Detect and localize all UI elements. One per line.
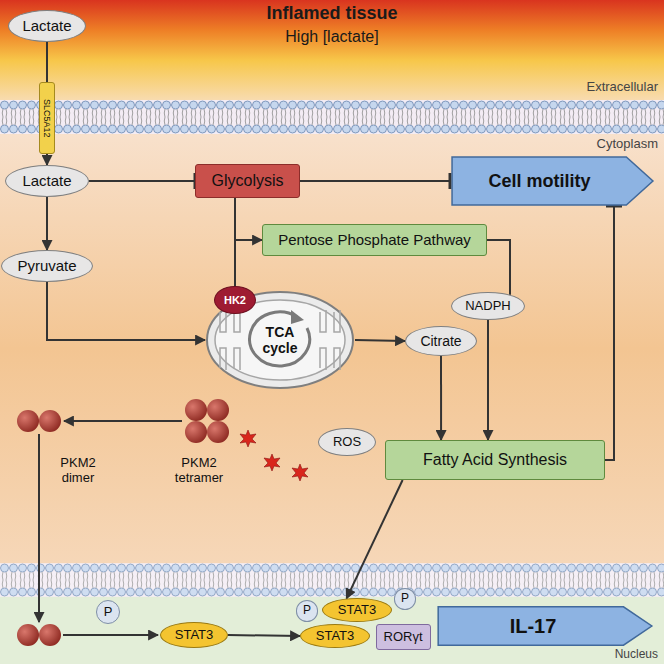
node-text: Lactate (22, 17, 71, 34)
connector-line (46, 154, 48, 165)
connector (235, 198, 236, 286)
node-text: SLC5A12 (42, 99, 52, 138)
pathway-box: Pentose Phosphate Pathway (262, 224, 487, 256)
connector (605, 206, 622, 460)
ros-star (240, 430, 308, 481)
connector-line (347, 480, 403, 599)
node-text: Pentose Phosphate Pathway (278, 231, 471, 248)
node-text: Pyruvate (17, 257, 76, 274)
phospho-circle: P (96, 600, 120, 624)
connector (355, 340, 405, 341)
connector-line (487, 240, 510, 295)
metabolite-ellipse: Citrate (405, 326, 477, 356)
compartment-label: Nucleus (560, 648, 658, 662)
nucleus-ground (0, 596, 664, 664)
translocation-arrow (38, 434, 40, 622)
connector (488, 320, 489, 440)
connector (47, 197, 48, 250)
connector-line (234, 198, 236, 286)
output-arrow: IL-17 (436, 606, 654, 646)
node-text: P (104, 605, 113, 620)
node-text: Cell motility (488, 171, 590, 192)
connector (347, 480, 403, 599)
connector (228, 635, 300, 636)
region-title: Inflamed tissue (182, 3, 482, 24)
phosphorylation-arrow (63, 634, 158, 636)
phospho-circle: P (394, 588, 417, 610)
connector (47, 154, 48, 165)
node-text: P (303, 604, 311, 618)
state-label: PKM2 dimer (52, 456, 104, 486)
node-text: STAT3 (316, 629, 355, 644)
node-text: Lactate (22, 172, 71, 189)
pkm2-tetramer (185, 399, 229, 443)
protein-box: RORγt (376, 624, 431, 650)
connector (47, 42, 48, 82)
node-text: Fatty Acid Synthesis (423, 451, 567, 469)
metabolite-ellipse: Lactate (5, 165, 89, 197)
protein-ellipse: STAT3 (322, 598, 392, 622)
node-text: ROS (333, 435, 361, 450)
connector-line (228, 635, 300, 636)
metabolite-ellipse: Lactate (8, 10, 86, 42)
connector-line (487, 320, 489, 440)
connector (89, 173, 195, 189)
nuclear-membrane (0, 563, 664, 597)
node-text: Citrate (420, 333, 461, 349)
cytoplasm-ground (0, 133, 664, 564)
metabolite-ellipse: ROS (318, 428, 376, 456)
node-text: P (401, 592, 409, 606)
cell-membrane (0, 100, 664, 134)
protein-ellipse: STAT3 (160, 622, 228, 648)
transporter-box: SLC5A12 (39, 82, 55, 154)
node-text: HK2 (224, 294, 246, 307)
node-text: RORγt (384, 630, 423, 645)
connector-line (46, 197, 48, 250)
pkm2-dimer (17, 410, 61, 432)
connector-line (300, 180, 450, 182)
phospho-circle: P (296, 600, 319, 622)
connector-line (47, 282, 205, 340)
connector (300, 173, 450, 189)
connector (441, 356, 442, 440)
metabolite-ellipse: Pyruvate (1, 250, 93, 282)
node-text: TCA cycle (255, 324, 305, 356)
compartment-label: Cytoplasm (530, 137, 658, 152)
node-text: NADPH (465, 299, 511, 314)
enzyme-circle: HK2 (214, 286, 256, 314)
connector (487, 240, 510, 295)
connector-line (605, 206, 614, 460)
extracellular-ground (0, 0, 664, 101)
outcome-arrow: Cell motility (450, 156, 655, 206)
connector (47, 282, 205, 340)
state-label: PKM2 tetramer (158, 456, 240, 486)
connector-line (89, 180, 195, 182)
metabolite-ellipse: NADPH (451, 292, 524, 320)
connector-line (46, 42, 48, 82)
pkm2-nuclear (17, 624, 61, 646)
node-text: STAT3 (338, 603, 377, 618)
connector-line (355, 340, 405, 341)
pathway-box: Glycolysis (195, 164, 300, 198)
compartment-label: Extracellular (530, 80, 658, 95)
connector (235, 198, 262, 240)
pathway-box: Fatty Acid Synthesis (385, 440, 605, 480)
connector-line (440, 356, 442, 440)
protein-ellipse: STAT3 (300, 624, 370, 648)
node-text: IL-17 (510, 615, 557, 638)
inhibition-bar (449, 173, 452, 189)
dissociation-arrow (64, 420, 182, 422)
node-text: Glycolysis (211, 172, 283, 190)
node-text: STAT3 (175, 628, 214, 643)
connector-line (235, 198, 262, 240)
region-note: High [lactate] (182, 28, 482, 46)
